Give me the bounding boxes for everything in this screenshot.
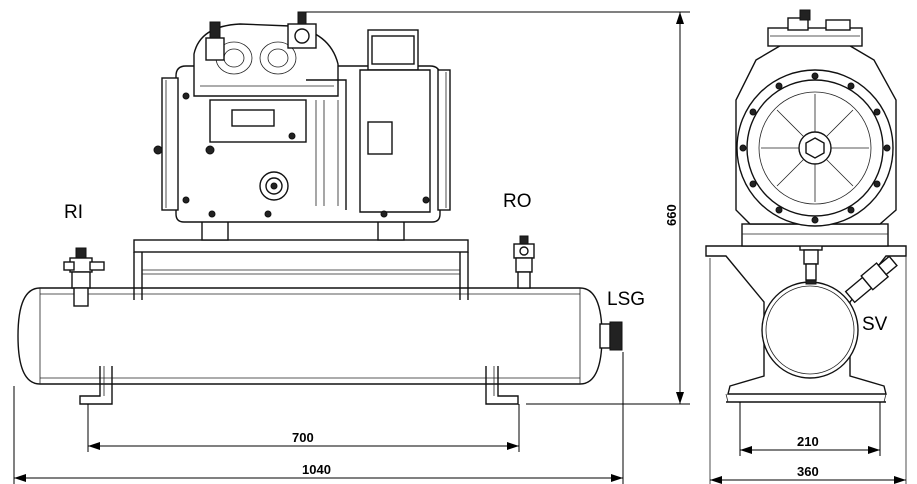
ri-label: RI <box>64 202 83 223</box>
compressor-body <box>153 11 451 223</box>
dimension-210 <box>739 402 881 456</box>
dimension-210-label: 210 <box>797 434 819 449</box>
lsg-label: LSG <box>607 289 645 310</box>
dimension-360-label: 360 <box>797 464 819 479</box>
ri-valve <box>63 247 105 307</box>
ro-valve <box>513 235 535 289</box>
dimension-660 <box>306 11 690 405</box>
dimension-700-label: 700 <box>292 430 314 445</box>
compressor-feet <box>201 219 405 241</box>
tank-feet <box>79 366 519 405</box>
front-view: RI RO LSG 700 1040 660 <box>13 11 690 484</box>
receiver-tank <box>17 287 623 385</box>
side-platform <box>741 223 889 247</box>
sv-label: SV <box>862 314 888 335</box>
dimension-660-label: 660 <box>664 204 679 226</box>
side-view: SV <box>705 9 907 484</box>
sv-valve <box>844 255 898 304</box>
ro-label: RO <box>503 191 532 212</box>
dimension-700 <box>87 404 520 452</box>
dimension-1040 <box>13 352 624 484</box>
mounting-frame <box>133 239 469 300</box>
side-tank <box>761 281 859 379</box>
side-compressor <box>735 9 897 227</box>
dimension-360 <box>710 476 906 484</box>
dimension-1040-label: 1040 <box>302 462 331 477</box>
